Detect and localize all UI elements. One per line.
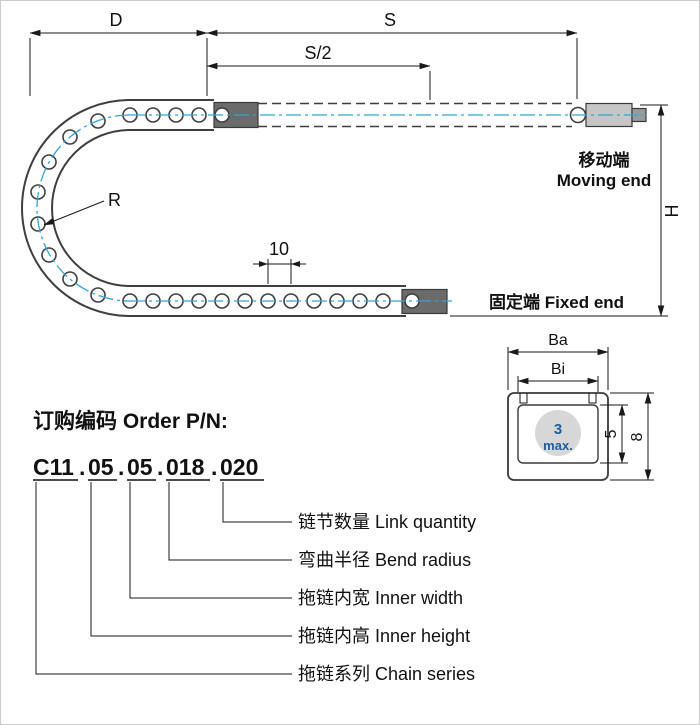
section-inner-cavity (517, 404, 599, 464)
cable-max-value: 3 (554, 421, 562, 438)
pn-segment-bend-radius: 018 (166, 454, 205, 480)
cross-section-view: 3 max. Ba Bi 5 8 (507, 332, 654, 481)
top-dimensions: D S S/2 (29, 10, 578, 100)
part-number: C11 . 05 . 05 . 018 . 020 (33, 454, 264, 481)
pn-segment-series: C11 (33, 454, 74, 480)
legend-link-quantity: 链节数量 Link quantity (298, 512, 476, 532)
chain-links (30, 107, 391, 309)
section-left-slot (519, 393, 528, 404)
chain-inner-edge (51, 129, 406, 287)
moving-end-label-cn: 移动端 (579, 150, 630, 170)
legend-chain-series: 拖链系列 Chain series (298, 664, 475, 684)
legend-inner-width: 拖链内宽 Inner width (298, 588, 463, 608)
cable-max-unit: max. (543, 438, 573, 453)
travel-phantom-lines (258, 102, 572, 128)
pn-dot-4: . (211, 454, 217, 480)
dim-label-ba: Ba (548, 332, 568, 349)
bend-radius-leader: R (43, 190, 121, 226)
pn-segment-inner-width: 05 (127, 454, 153, 480)
section-right-slot (588, 393, 597, 404)
pitch-dimension: 10 (253, 239, 306, 284)
legend-inner-height: 拖链内高 Inner height (298, 626, 470, 646)
pn-dot-2: . (118, 454, 124, 480)
cable-chain (21, 99, 650, 317)
dim-label-inner-height: 5 (603, 429, 620, 438)
moving-end-label-en: Moving end (557, 171, 651, 190)
cable-max-circle (535, 410, 581, 456)
part-number-leaders (35, 482, 292, 675)
chain-outer-edge (21, 99, 406, 317)
pn-segment-inner-height: 05 (88, 454, 114, 480)
fixed-end-label: 固定端 Fixed end (489, 292, 624, 312)
dim-label-s-half: S/2 (304, 43, 331, 63)
legend-bend-radius: 弯曲半径 Bend radius (298, 550, 471, 570)
pn-dot-1: . (79, 454, 85, 480)
part-number-legend: 链节数量 Link quantity 弯曲半径 Bend radius 拖链内宽… (298, 512, 476, 684)
dim-label-bi: Bi (551, 361, 565, 378)
chain-centerline (36, 114, 650, 302)
order-section: 订购编码 Order P/N: C11 . 05 . 05 . 018 . 02… (33, 409, 476, 684)
order-title: 订购编码 Order P/N: (33, 409, 228, 433)
dim-label-s: S (384, 10, 396, 30)
dim-label-d: D (110, 10, 123, 30)
dim-label-outer-height: 8 (629, 432, 646, 441)
dim-label-h: H (662, 205, 682, 218)
dim-label-pitch: 10 (269, 239, 289, 259)
h-dimension: H (450, 104, 682, 317)
pn-dot-3: . (157, 454, 163, 480)
pn-segment-link-qty: 020 (220, 454, 258, 480)
dim-label-r: R (108, 190, 121, 210)
